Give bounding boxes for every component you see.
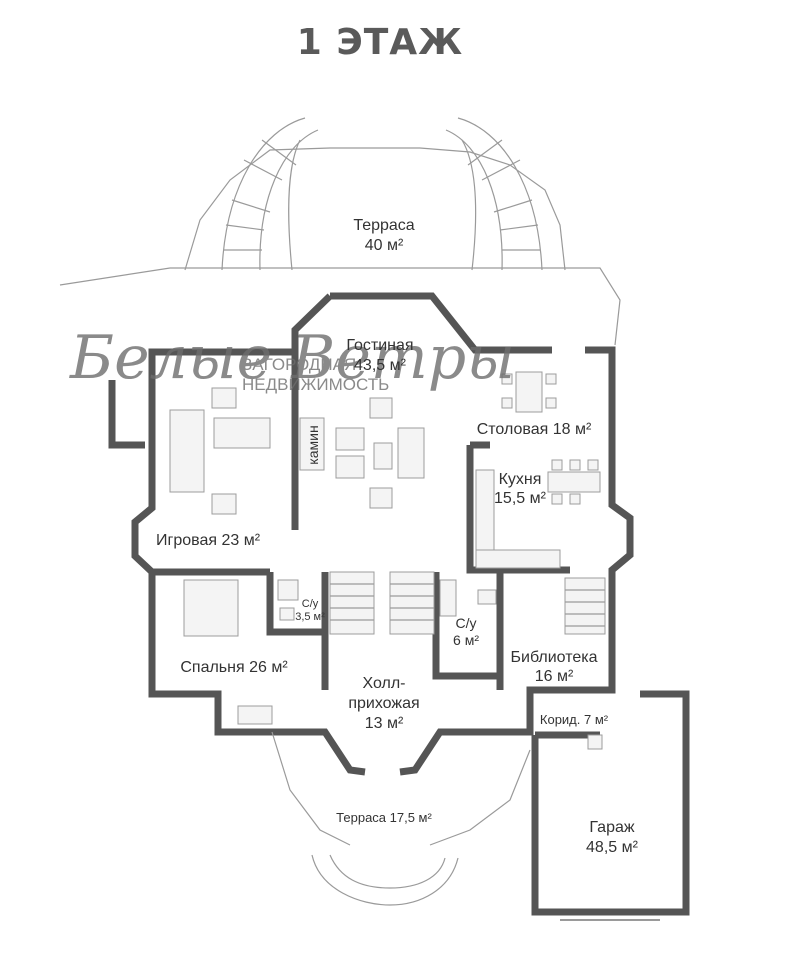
label-terrace-top: Терраса xyxy=(353,217,414,234)
label-hall-area: 13 м² xyxy=(365,715,404,732)
label-bedroom: Спальня 26 м² xyxy=(180,659,288,676)
label-playroom: Игровая 23 м² xyxy=(156,532,261,549)
playroom-furniture xyxy=(169,387,271,515)
living-furniture xyxy=(299,397,425,509)
bedroom-furniture xyxy=(183,579,273,725)
label-kitchen: Кухня xyxy=(499,471,542,488)
floor-title: 1 ЭТАЖ xyxy=(296,22,464,63)
label-hall-line2: прихожая xyxy=(348,695,419,712)
interior-walls xyxy=(108,352,570,690)
label-living: Гостиная xyxy=(346,337,413,354)
label-kitchen-area: 15,5 м² xyxy=(494,490,547,507)
terrace-top-outline xyxy=(184,147,566,271)
hall-stairs xyxy=(329,571,435,635)
exterior-walls xyxy=(131,292,634,776)
label-wc1: С/у xyxy=(302,598,319,610)
garage-walls xyxy=(531,690,690,916)
library-stairs xyxy=(564,577,606,635)
label-corridor: Корид. 7 м² xyxy=(540,712,609,727)
label-wc1-area: 3,5 м² xyxy=(295,611,325,623)
label-terrace-bottom: Терраса 17,5 м² xyxy=(336,810,432,825)
label-terrace-top-area: 40 м² xyxy=(365,237,404,254)
watermark-logo-text: Белые Ветры xyxy=(69,323,515,393)
label-hall-line1: Холл- xyxy=(362,675,405,692)
label-library: Библиотека xyxy=(511,649,598,666)
staircase-bottom xyxy=(311,854,459,906)
label-wc2: С/у xyxy=(456,615,477,631)
staircase-left xyxy=(221,117,319,271)
label-living-area: 43,5 м² xyxy=(354,357,407,374)
label-fireplace: камин xyxy=(305,425,321,464)
watermark-tagline-1: ЗАГОРОДНАЯ xyxy=(242,355,356,374)
terrace-bottom-outline xyxy=(271,731,531,846)
watermark-logo: Белые Ветры ЗАГОРОДНАЯ НЕДВИЖИМОСТЬ xyxy=(69,323,515,394)
bath-furniture xyxy=(277,579,603,750)
label-wc2-area: 6 м² xyxy=(453,632,479,648)
label-garage: Гараж xyxy=(589,819,634,836)
watermark-tagline-2: НЕДВИЖИМОСТЬ xyxy=(242,375,389,394)
kitchen-furniture xyxy=(475,459,601,569)
staircase-right xyxy=(445,117,543,271)
label-dining: Столовая 18 м² xyxy=(477,421,592,438)
dining-furniture xyxy=(501,371,557,413)
terrace-deck-edge xyxy=(59,267,621,346)
label-library-area: 16 м² xyxy=(535,668,574,685)
label-garage-area: 48,5 м² xyxy=(586,839,639,856)
